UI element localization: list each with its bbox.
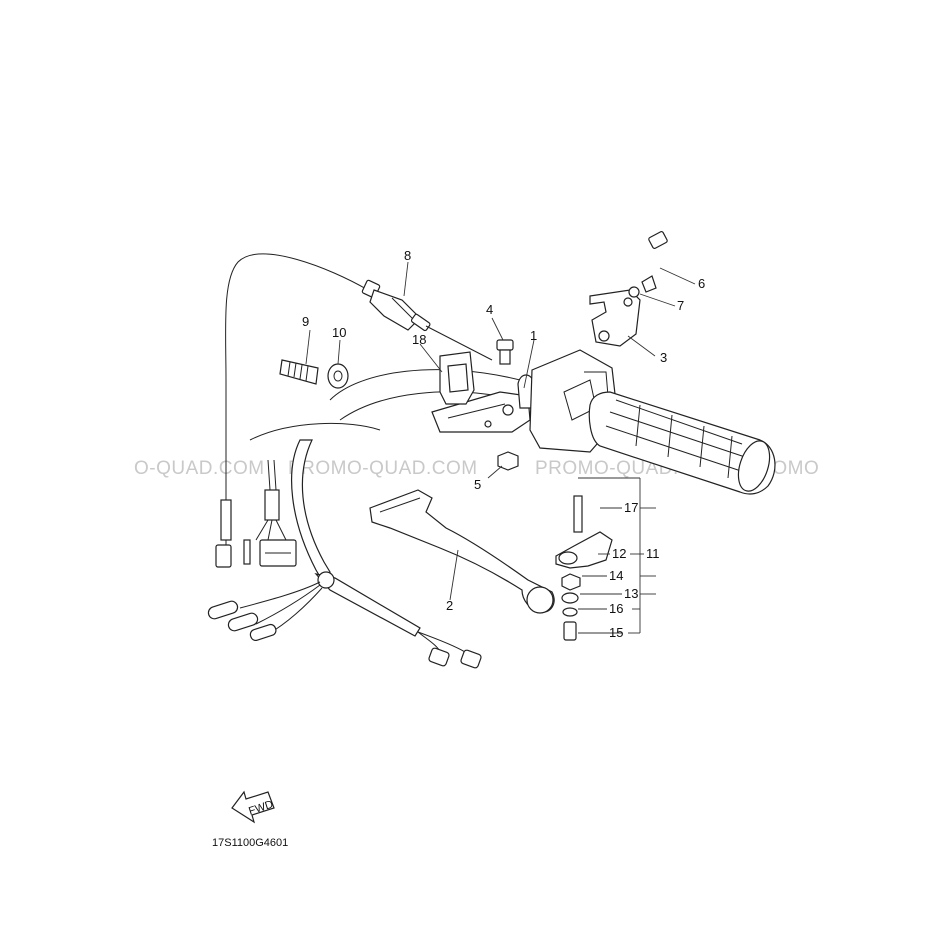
switch-cable	[225, 253, 369, 505]
callout-6: 6	[698, 276, 705, 291]
callout-labels: 1 2 3 4 5 6 7 8 9 10 11 12 13 14 15 16 1…	[302, 248, 705, 640]
callout-11: 11	[646, 546, 660, 561]
hot-start-lever-assembly	[555, 495, 613, 641]
callout-8: 8	[404, 248, 411, 263]
fwd-arrow-icon: FWD	[231, 790, 275, 824]
cable-clamp	[439, 351, 475, 405]
pivot-nut	[497, 451, 519, 471]
clutch-switch	[361, 279, 493, 361]
callout-5: 5	[474, 477, 481, 492]
callout-1: 1	[530, 328, 537, 343]
callout-3: 3	[660, 350, 667, 365]
wiring-harness	[207, 439, 482, 669]
callout-14: 14	[609, 568, 623, 583]
cable-sleeve	[220, 499, 232, 541]
washer-16	[562, 607, 578, 617]
screw-15	[563, 621, 577, 641]
cable-adjuster	[279, 359, 319, 385]
lever-ball-end	[526, 586, 554, 614]
handlebar-switch-and-grip	[529, 349, 776, 495]
watermark-text-2: PROMO-QUAD.COM	[288, 458, 478, 479]
callout-12: 12	[612, 546, 626, 561]
nut-14	[561, 573, 581, 591]
clamp-washer	[628, 286, 640, 298]
adjuster-locknut	[327, 363, 349, 389]
callout-2: 2	[446, 598, 453, 613]
callout-15: 15	[609, 625, 623, 640]
clamp-screw	[641, 231, 668, 293]
callout-13: 13	[624, 586, 638, 601]
washer-13	[561, 592, 579, 604]
callout-4: 4	[486, 302, 493, 317]
callout-16: 16	[609, 601, 623, 616]
pivot-bolt	[496, 339, 514, 365]
switch-clamp	[589, 289, 641, 347]
callout-17: 17	[624, 500, 638, 515]
lever-bracket	[431, 374, 535, 433]
callout-9: 9	[302, 314, 309, 329]
callout-10: 10	[332, 325, 346, 340]
drawing-code: 17S1100G4601	[212, 837, 288, 849]
connector-pin	[243, 539, 251, 565]
clutch-lever	[369, 489, 555, 613]
callout-18: 18	[412, 332, 426, 347]
watermark-text-1: O-QUAD.COM	[134, 458, 265, 479]
connector-left	[215, 544, 232, 568]
leader-lines	[305, 261, 696, 634]
callout-7: 7	[677, 298, 684, 313]
bolt-17	[573, 495, 583, 533]
